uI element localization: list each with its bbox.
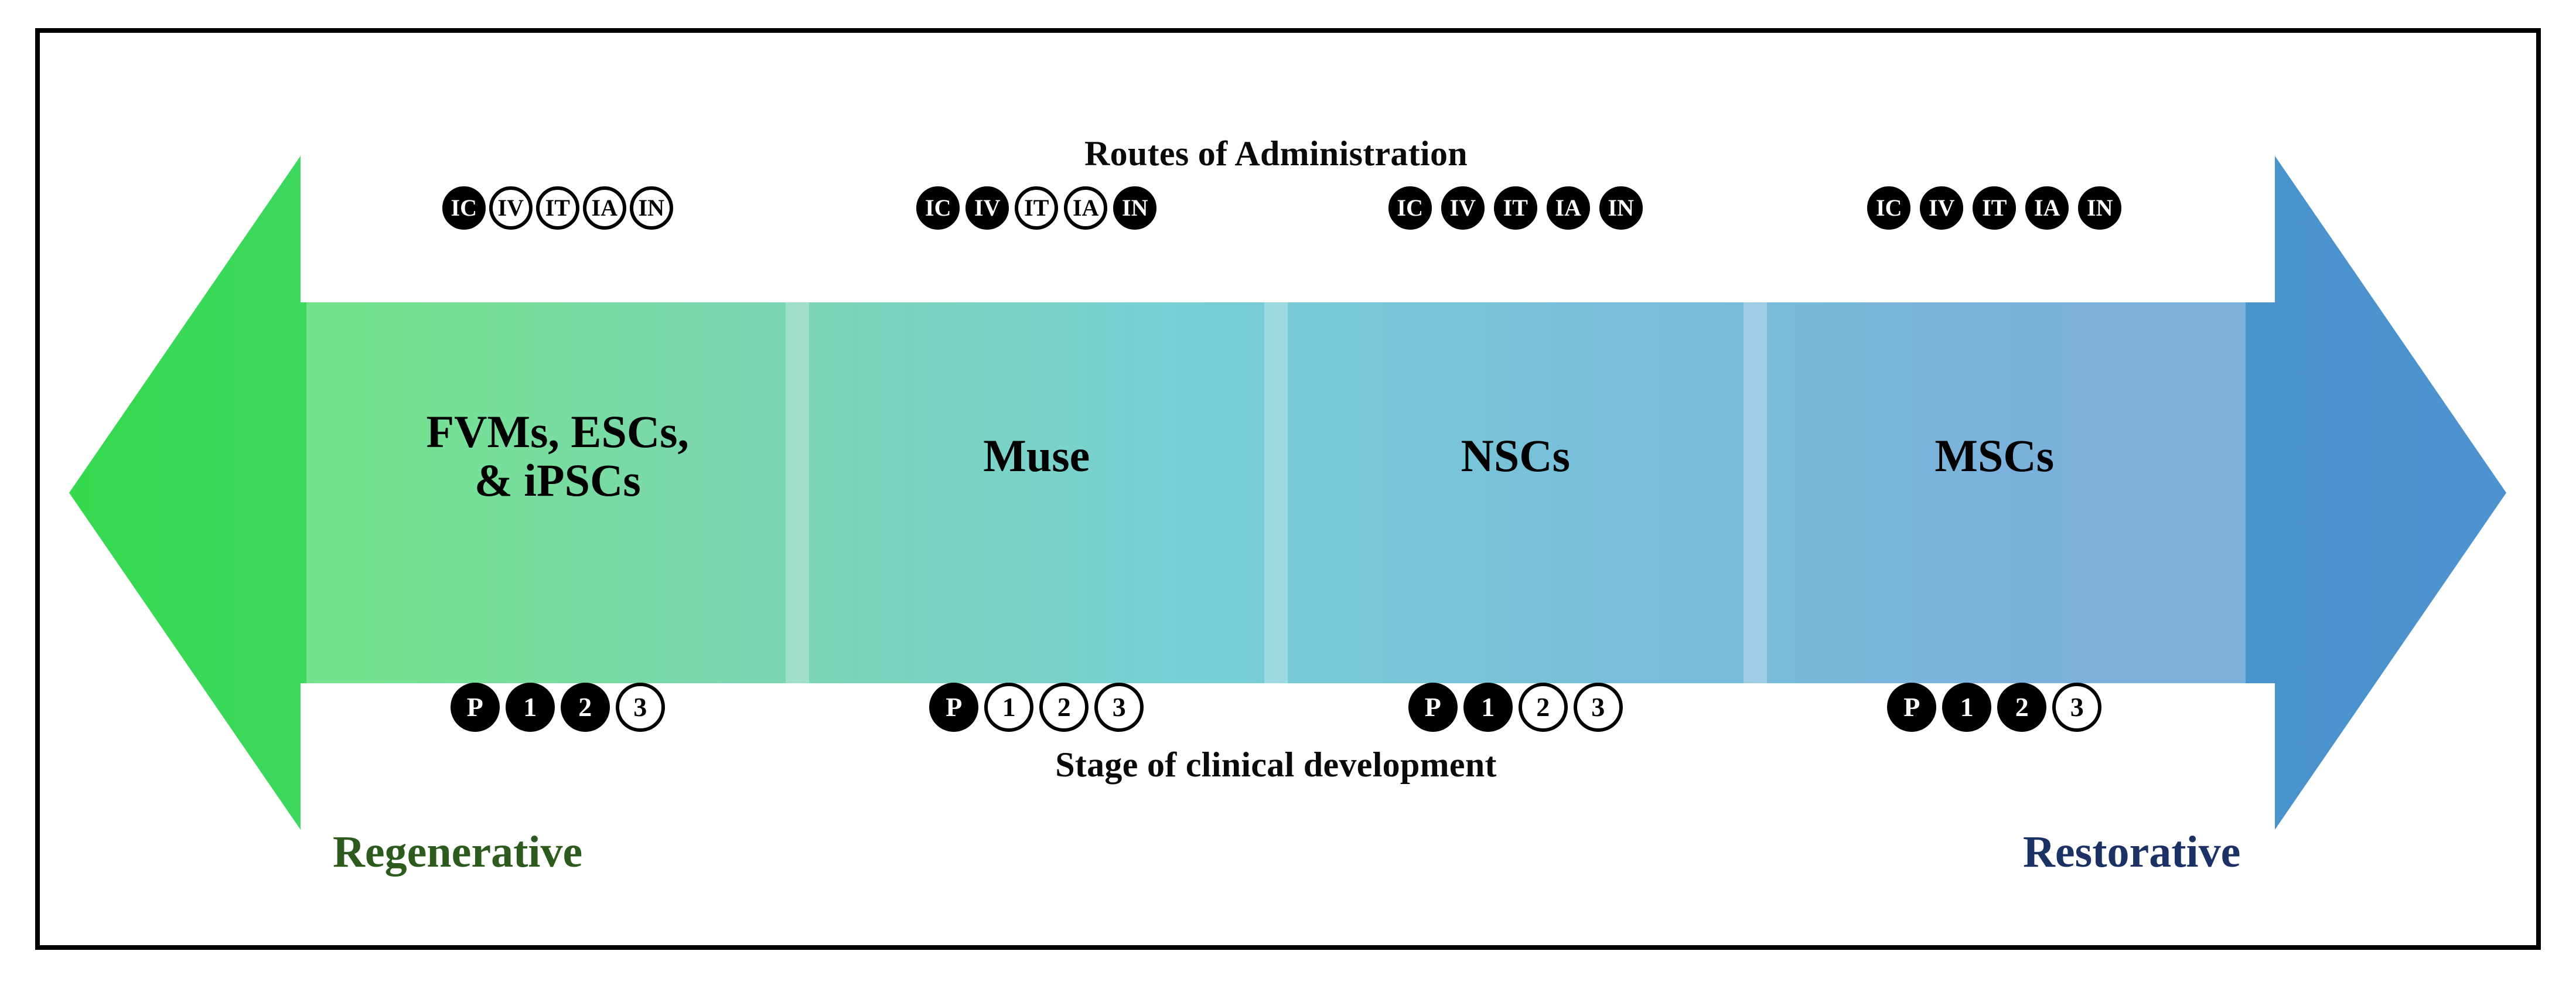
routes-badge-row: IC IV IT IA IN <box>916 186 1157 230</box>
route-badge-it[interactable]: IT <box>1015 186 1059 230</box>
route-badge-ia[interactable]: IA <box>1546 186 1590 230</box>
column-content: IC IV IT IA IN NSCs P 1 2 3 <box>1264 186 1767 732</box>
phase-badge-2[interactable]: 2 <box>1997 682 2047 732</box>
route-badge-in[interactable]: IN <box>629 186 673 230</box>
arrow-shaft-content: Routes of Administration IC IV IT IA IN … <box>306 121 2246 797</box>
route-badge-ic[interactable]: IC <box>1867 186 1911 230</box>
phase-badge-row: P 1 2 3 <box>450 683 665 732</box>
route-badge-in[interactable]: IN <box>2078 186 2122 230</box>
phase-badge-3[interactable]: 3 <box>615 683 665 732</box>
phase-badge-p[interactable]: P <box>929 682 979 732</box>
phase-badge-p[interactable]: P <box>1887 682 1937 732</box>
column-content: IC IV IT IA IN Muse P 1 2 3 <box>786 186 1288 732</box>
cell-type-title: MSCs <box>1934 430 2055 482</box>
phase-badge-3[interactable]: 3 <box>2052 682 2102 732</box>
route-badge-iv[interactable]: IV <box>965 186 1009 230</box>
route-badge-in[interactable]: IN <box>1113 186 1157 230</box>
route-badge-ic[interactable]: IC <box>442 186 486 230</box>
phase-badge-2[interactable]: 2 <box>560 683 610 732</box>
route-badge-ia[interactable]: IA <box>1064 186 1108 230</box>
column-panel-fvms-escs-ipscs[interactable]: IC IV IT IA IN FVMs, ESCs, & iPSCs P 1 2… <box>306 148 809 771</box>
route-badge-in[interactable]: IN <box>1599 186 1643 230</box>
phase-badge-row: P 1 2 3 <box>1887 682 2102 732</box>
regenerative-label: Regenerative <box>333 827 583 877</box>
phase-badge-1[interactable]: 1 <box>1942 682 1992 732</box>
phase-badge-2[interactable]: 2 <box>1518 682 1568 732</box>
arrow-polygon <box>69 156 2506 830</box>
figure-frame: Routes of Administration IC IV IT IA IN … <box>35 28 2541 950</box>
column-panel-nscs[interactable]: IC IV IT IA IN NSCs P 1 2 3 <box>1264 148 1767 771</box>
phase-badge-row: P 1 2 3 <box>929 682 1144 732</box>
routes-badge-row: IC IV IT IA IN <box>442 186 673 230</box>
route-badge-it[interactable]: IT <box>535 186 579 230</box>
route-badge-iv[interactable]: IV <box>489 186 533 230</box>
restorative-label: Restorative <box>2023 827 2241 877</box>
phase-badge-1[interactable]: 1 <box>1463 682 1513 732</box>
route-badge-iv[interactable]: IV <box>1920 186 1964 230</box>
cell-type-title: Muse <box>983 430 1090 482</box>
cell-type-title: FVMs, ESCs, & iPSCs <box>426 405 690 506</box>
route-badge-ic[interactable]: IC <box>916 186 960 230</box>
route-badge-ic[interactable]: IC <box>1388 186 1432 230</box>
cell-type-title: NSCs <box>1461 430 1570 482</box>
cell-type-columns: IC IV IT IA IN FVMs, ESCs, & iPSCs P 1 2… <box>306 148 2246 771</box>
routes-of-administration-band: Routes of Administration <box>306 121 2246 186</box>
column-content: IC IV IT IA IN FVMs, ESCs, & iPSCs P 1 2… <box>306 186 809 732</box>
phase-badge-row: P 1 2 3 <box>1408 682 1623 732</box>
column-panel-mscs[interactable]: IC IV IT IA IN MSCs P 1 2 3 <box>1743 148 2246 771</box>
phase-badge-1[interactable]: 1 <box>505 683 555 732</box>
phase-badge-3[interactable]: 3 <box>1094 682 1144 732</box>
route-badge-iv[interactable]: IV <box>1441 186 1485 230</box>
stage-of-clinical-development-band: Stage of clinical development <box>306 732 2246 797</box>
route-badge-it[interactable]: IT <box>1973 186 2017 230</box>
stage-of-clinical-development-label: Stage of clinical development <box>1055 745 1497 784</box>
column-content: IC IV IT IA IN MSCs P 1 2 3 <box>1744 186 2246 732</box>
bidirectional-arrow <box>69 56 2506 929</box>
phase-badge-2[interactable]: 2 <box>1039 682 1089 732</box>
routes-badge-row: IC IV IT IA IN <box>1388 186 1643 230</box>
phase-badge-p[interactable]: P <box>1408 682 1458 732</box>
phase-badge-3[interactable]: 3 <box>1573 682 1623 732</box>
route-badge-ia[interactable]: IA <box>2025 186 2069 230</box>
phase-badge-1[interactable]: 1 <box>984 682 1034 732</box>
routes-of-administration-label: Routes of Administration <box>1084 134 1468 173</box>
route-badge-ia[interactable]: IA <box>582 186 626 230</box>
route-badge-it[interactable]: IT <box>1493 186 1537 230</box>
column-panel-muse[interactable]: IC IV IT IA IN Muse P 1 2 3 <box>785 148 1288 771</box>
routes-badge-row: IC IV IT IA IN <box>1867 186 2122 230</box>
arrow-svg <box>69 156 2506 830</box>
phase-badge-p[interactable]: P <box>450 683 500 732</box>
